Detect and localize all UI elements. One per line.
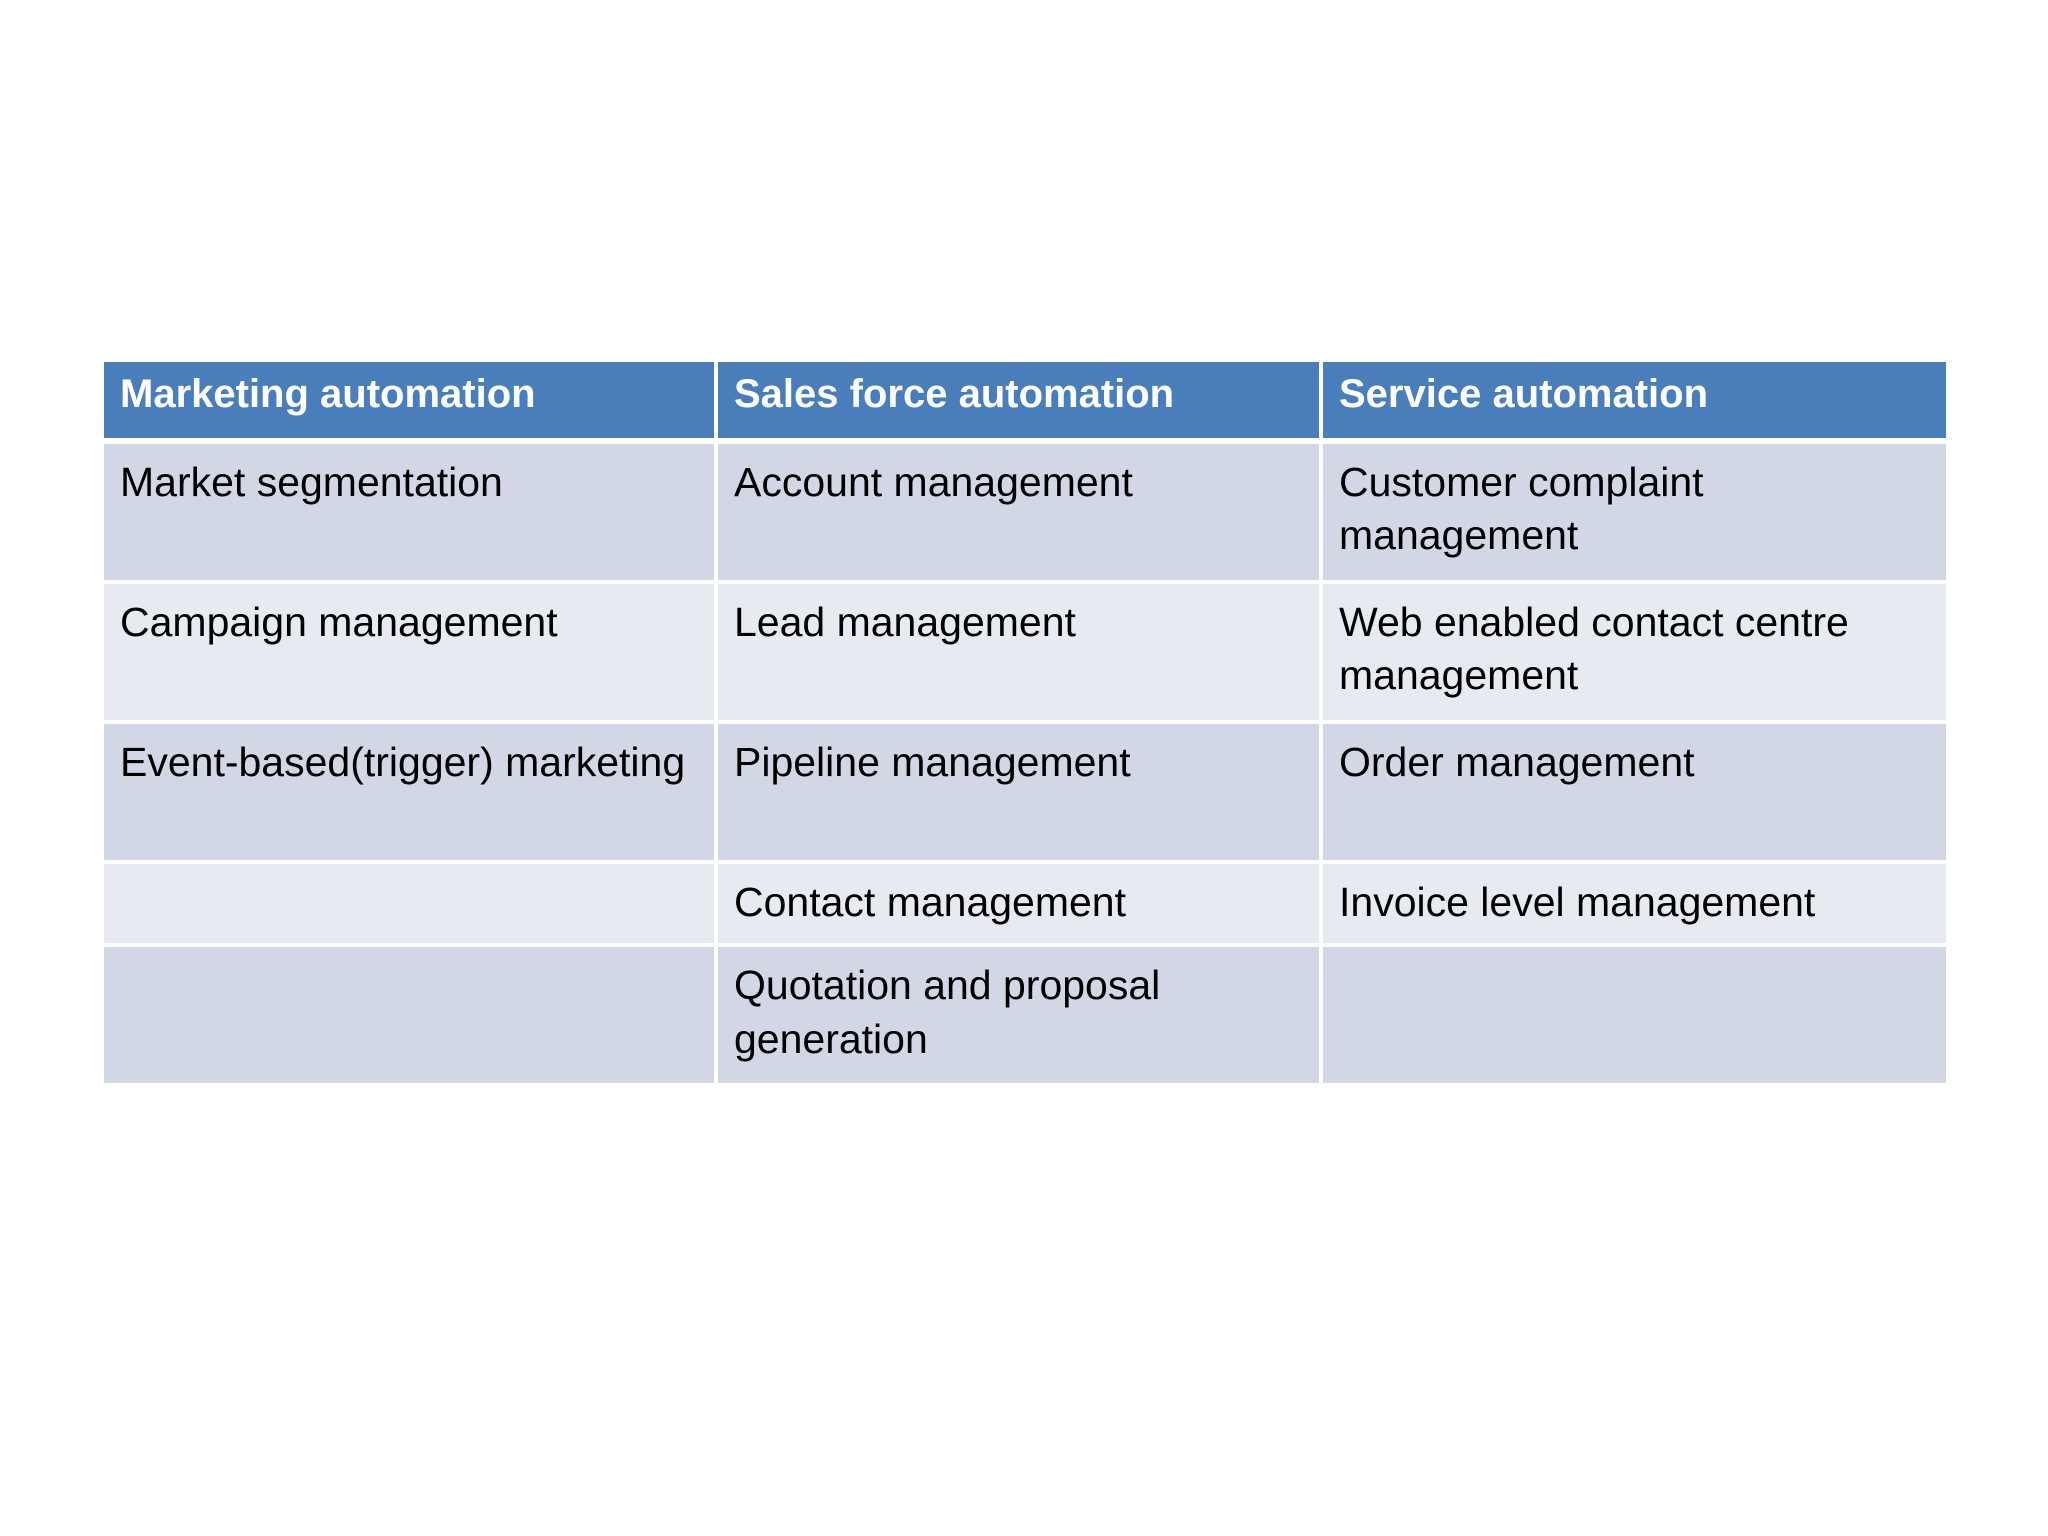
table-header: Marketing automation Sales force automat…: [104, 362, 1946, 444]
cell-service-3: Order management: [1323, 724, 1946, 864]
cell-marketing-4: [104, 864, 718, 948]
column-header-marketing-automation: Marketing automation: [104, 362, 718, 444]
column-header-sales-force-automation: Sales force automation: [718, 362, 1323, 444]
cell-sales-1: Account management: [718, 444, 1323, 584]
cell-marketing-5: [104, 947, 718, 1084]
table-row: Contact management Invoice level managem…: [104, 864, 1946, 948]
crm-automation-types-table: Marketing automation Sales force automat…: [104, 362, 1946, 1084]
table-header-row: Marketing automation Sales force automat…: [104, 362, 1946, 444]
cell-sales-2: Lead management: [718, 584, 1323, 724]
table-row: Campaign management Lead management Web …: [104, 584, 1946, 724]
cell-sales-4: Contact management: [718, 864, 1323, 948]
cell-marketing-2: Campaign management: [104, 584, 718, 724]
table-body: Market segmentation Account management C…: [104, 444, 1946, 1084]
cell-service-4: Invoice level management: [1323, 864, 1946, 948]
cell-sales-5: Quotation and proposal generation: [718, 947, 1323, 1084]
table-row: Event-based(trigger) marketing Pipeline …: [104, 724, 1946, 864]
cell-marketing-1: Market segmentation: [104, 444, 718, 584]
cell-service-5: [1323, 947, 1946, 1084]
cell-marketing-3: Event-based(trigger) marketing: [104, 724, 718, 864]
column-header-service-automation: Service automation: [1323, 362, 1946, 444]
table-row: Market segmentation Account management C…: [104, 444, 1946, 584]
cell-service-1: Customer complaint management: [1323, 444, 1946, 584]
cell-service-2: Web enabled contact centre management: [1323, 584, 1946, 724]
cell-sales-3: Pipeline management: [718, 724, 1323, 864]
table-row: Quotation and proposal generation: [104, 947, 1946, 1084]
